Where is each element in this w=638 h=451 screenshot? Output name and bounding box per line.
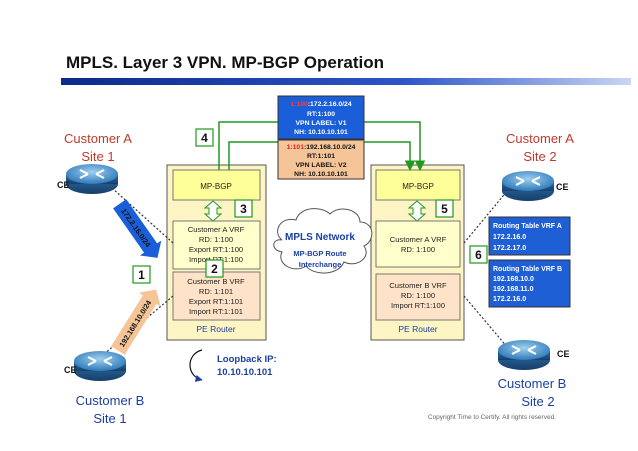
rt-b-row1: 192.168.10.0 xyxy=(493,276,534,283)
ce-label-a1: CE xyxy=(57,180,70,190)
vrf-b-box-left xyxy=(172,271,261,321)
rt-a-row1: 172.2.16.0 xyxy=(493,234,526,241)
site-a1-line1: Customer A xyxy=(64,131,132,146)
vrf-a-right-line1: Customer A VRF xyxy=(390,235,447,244)
route-update-box-v2 xyxy=(277,139,365,180)
step-1-text: 1 xyxy=(138,268,145,282)
vrf-b-left-line3: Export RT:1:101 xyxy=(189,297,243,306)
vrf-b-right-line1: Customer B VRF xyxy=(389,281,447,290)
step-marker-6: 6 xyxy=(469,245,488,264)
ce-label-b1: CE xyxy=(64,365,77,375)
site-b1-line1: Customer B xyxy=(76,393,145,408)
rt-a-title: Routing Table VRF A xyxy=(493,223,562,230)
update-v1-rt: RT:1:100 xyxy=(307,111,335,118)
routing-table-vrf-b xyxy=(488,259,571,308)
update-v1-label: VPN LABEL: V1 xyxy=(296,120,347,127)
title-underline-bar xyxy=(61,78,631,85)
vrf-b-box-right xyxy=(375,273,461,321)
mpbgp-box-left xyxy=(172,169,261,201)
mpls-network-cloud xyxy=(273,208,373,274)
rt-b-title: Routing Table VRF B xyxy=(493,266,562,273)
pe-router-right-label: PE Router xyxy=(398,324,437,334)
site-a1-line2: Site 1 xyxy=(81,149,114,164)
site-b2-line1: Customer B xyxy=(498,376,567,391)
ce-label-a2: CE xyxy=(556,182,569,192)
site-b1-line2: Site 1 xyxy=(93,411,126,426)
update-v1-rd: 1:100 xyxy=(290,101,308,108)
vrf-b-left-line4: Import RT:1:101 xyxy=(189,307,243,316)
vrf-b-right-line3: Import RT:1:100 xyxy=(391,301,445,310)
vrf-b-left-line2: RD: 1:101 xyxy=(199,287,233,296)
update-v2-rd: 1:101 xyxy=(287,144,305,151)
step-marker-1: 1 xyxy=(132,265,151,284)
router-icon-ce-b2 xyxy=(498,340,550,370)
link-a1-prefix: 172.2.16.0/24 xyxy=(119,207,153,250)
update-v1-line1: 1:100:172.2.16.0/24 xyxy=(290,101,351,108)
update-v2-rt: RT:1:101 xyxy=(307,153,335,160)
step-4-text: 4 xyxy=(201,131,208,145)
rt-b-row2: 192.168.11.0 xyxy=(493,286,534,293)
loopback-icon xyxy=(189,349,203,382)
link-b1-prefix: 192.168.10.0/24 xyxy=(117,298,153,349)
mpls-network-title: MPLS Network xyxy=(285,232,355,243)
mpls-network-sub2: Interchange xyxy=(299,260,342,269)
loopback-line2: 10.10.10.101 xyxy=(217,367,273,378)
step-marker-5: 5 xyxy=(435,199,454,218)
update-v2-prefix: :192.168.10.0/24 xyxy=(304,144,356,151)
step-marker-2: 2 xyxy=(205,259,224,278)
loopback-line1: Loopback IP: xyxy=(217,354,277,365)
vrf-b-right-line2: RD: 1:100 xyxy=(401,291,435,300)
update-v2-nh: NH: 10.10.10.101 xyxy=(294,171,348,178)
vrf-a-left-line1: Customer A VRF xyxy=(188,225,245,234)
link-pe-to-ce-b2 xyxy=(463,295,509,349)
link-b1-blue-arrow: 192.168.10.0/24 xyxy=(111,289,161,355)
copyright-note: Copyright Time to Certify. All rights re… xyxy=(428,414,556,421)
update-v1-nh: NH: 10.10.10.101 xyxy=(294,129,348,136)
router-icon-ce-a2 xyxy=(502,171,554,201)
step-2-text: 2 xyxy=(211,262,218,276)
router-icon-ce-a1 xyxy=(66,164,118,194)
site-a2-line2: Site 2 xyxy=(523,149,556,164)
step-3-text: 3 xyxy=(240,202,247,216)
rt-a-row2: 172.2.17.0 xyxy=(493,245,526,252)
link-pe-to-ce-a2 xyxy=(463,189,509,244)
rt-b-row3: 172.2.16.0 xyxy=(493,296,526,303)
route-update-box-v1 xyxy=(277,95,365,140)
site-b2-line2: Site 2 xyxy=(521,394,554,409)
pe-router-left-label: PE Router xyxy=(196,324,235,334)
link-a1-blue-arrow: 172.2.16.0/24 xyxy=(113,199,162,258)
step-5-text: 5 xyxy=(441,202,448,216)
update-v2-line1: 1:101:192.168.10.0/24 xyxy=(287,144,356,151)
update-v1-prefix: :172.2.16.0/24 xyxy=(308,101,352,108)
update-v2-label: VPN LABEL: V2 xyxy=(296,162,347,169)
routing-table-vrf-a xyxy=(488,216,571,256)
step-marker-4: 4 xyxy=(195,128,214,147)
vrf-a-left-line3: Export RT:1:100 xyxy=(189,245,243,254)
ce-label-b2: CE xyxy=(557,349,570,359)
mpbgp-label-left: MP-BGP xyxy=(200,182,232,191)
router-icon-ce-b1 xyxy=(74,351,126,381)
page-title: MPLS. Layer 3 VPN. MP-BGP Operation xyxy=(66,53,384,72)
mpbgp-box-right xyxy=(375,169,461,201)
vrf-a-right-line2: RD: 1:100 xyxy=(401,245,435,254)
link-ce-a1-to-pe xyxy=(111,187,174,244)
vrf-b-left-line1: Customer B VRF xyxy=(187,277,245,286)
mpbgp-label-right: MP-BGP xyxy=(402,182,434,191)
vrf-a-left-line2: RD: 1:100 xyxy=(199,235,233,244)
vrf-a-box-right xyxy=(375,220,461,268)
step-6-text: 6 xyxy=(475,248,482,262)
step-marker-3: 3 xyxy=(234,199,253,218)
site-a2-line1: Customer A xyxy=(506,131,574,146)
mpls-network-sub1: MP-BGP Route xyxy=(293,249,346,258)
